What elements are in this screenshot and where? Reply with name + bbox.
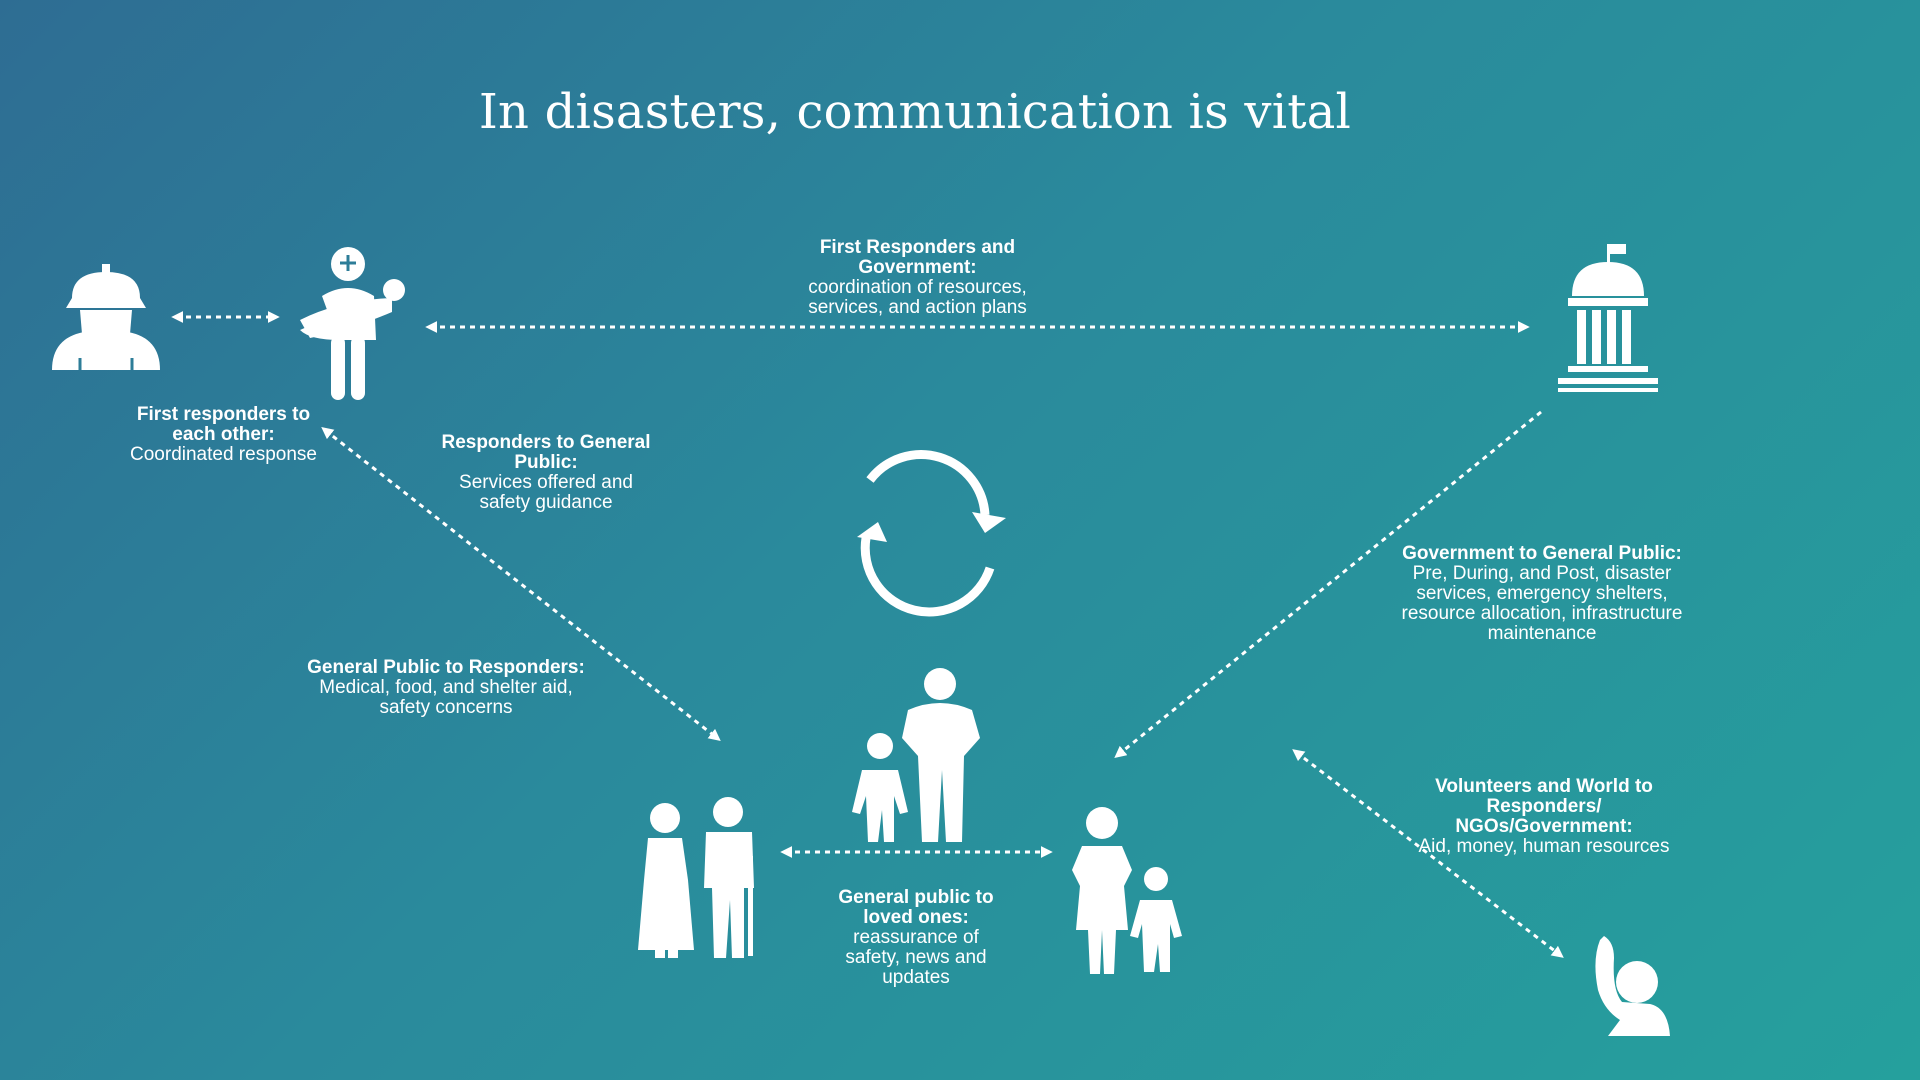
label-responders-each-other: First responders to each other: Coordina… [115,405,332,465]
label-loved-ones-body: reassurance of safety, news and updates [845,927,987,988]
label-loved-ones-head: General public to loved ones: [838,887,994,928]
label-public-responders-head: General Public to Responders: [307,657,585,678]
label-volunteers-head: Volunteers and World to Responders/ NGOs… [1435,776,1653,837]
label-public-responders-body: Medical, food, and shelter aid, safety c… [319,677,573,718]
label-volunteers-body: Aid, money, human resources [1418,836,1670,857]
label-responders-government-body: coordination of resources, services, and… [808,277,1027,318]
label-responders-public: Responders to General Public: Services o… [435,433,657,513]
label-volunteers: Volunteers and World to Responders/ NGOs… [1412,777,1676,857]
label-responders-each-other-head: First responders to each other: [136,404,311,445]
connector-responders-public [321,427,721,741]
mother-child-icon [1072,807,1182,974]
rescuer-icon [300,247,405,400]
connector-government-public [1114,410,1542,759]
label-government-public-head: Government to General Public: [1402,543,1682,564]
label-responders-government-head: First Responders and Government: [819,237,1016,278]
label-responders-public-body: Services offered and safety guidance [459,472,633,513]
label-responders-each-other-body: Coordinated response [130,444,317,465]
label-government-public-body: Pre, During, and Post, disaster services… [1401,563,1683,644]
label-public-responders: General Public to Responders: Medical, f… [306,658,586,718]
label-responders-government: First Responders and Government: coordin… [770,238,1065,318]
firefighter-icon [52,264,160,370]
father-child-icon [852,668,980,842]
government-building-icon [1558,244,1658,392]
page-title: In disasters, communication is vital [478,84,1352,140]
label-loved-ones: General public to loved ones: reassuranc… [826,888,1006,988]
label-government-public: Government to General Public: Pre, Durin… [1387,544,1697,644]
elderly-couple-icon [638,797,754,958]
volunteer-icon [1595,936,1670,1036]
label-responders-public-head: Responders to General Public: [441,432,651,473]
cycle-arrows-icon [857,450,1006,617]
